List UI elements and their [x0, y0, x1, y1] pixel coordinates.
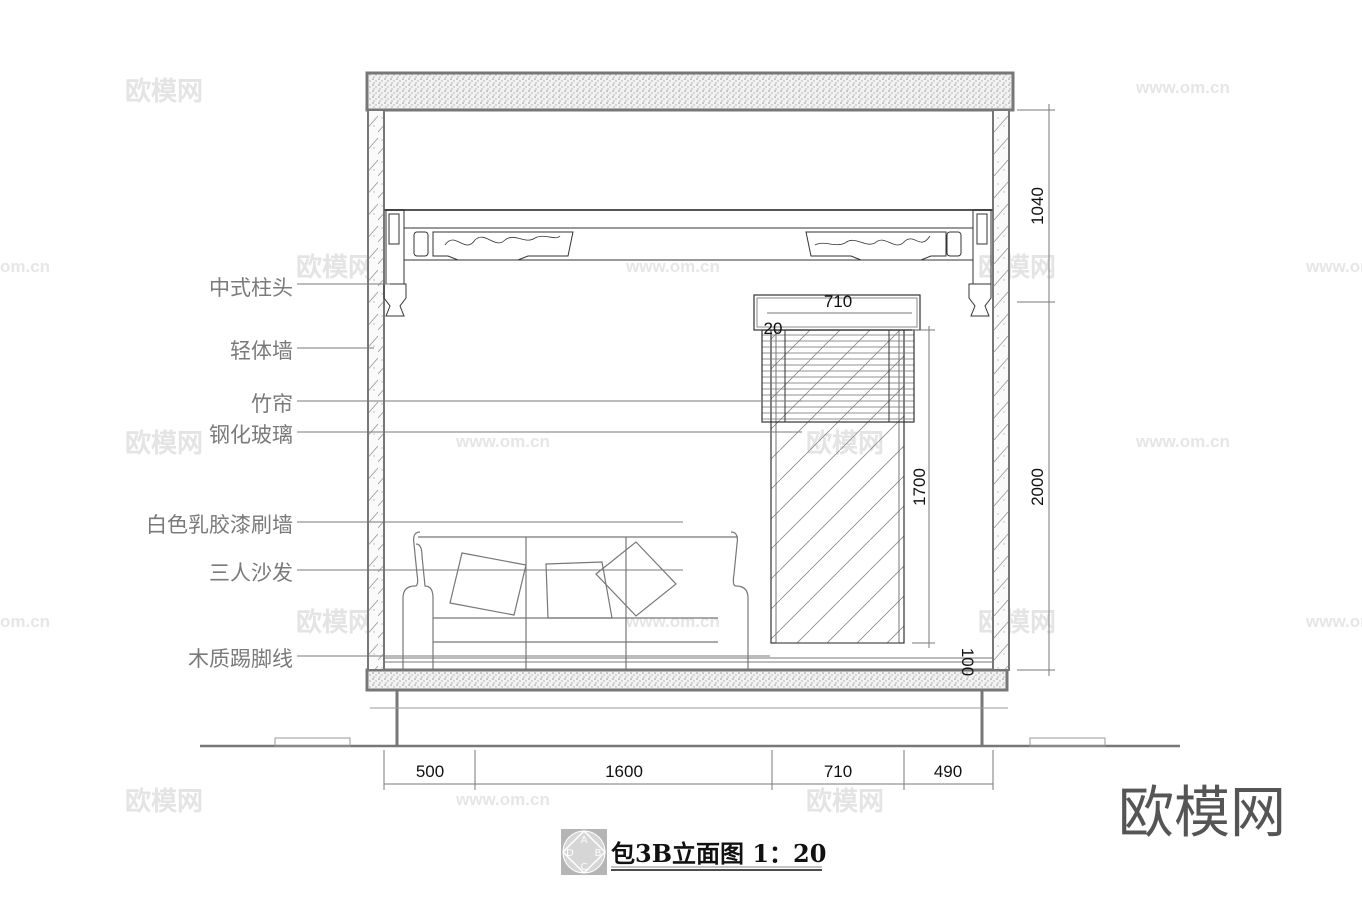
- watermark-url: www.om.cn: [625, 257, 720, 276]
- floor-slab: [365, 668, 1009, 692]
- watermark-url: www.om.cn: [1305, 612, 1362, 631]
- watermark-url: www.om.cn: [455, 790, 550, 809]
- svg-text:D: D: [566, 848, 574, 859]
- label-bamboo-blind: 竹帘: [251, 392, 293, 416]
- dim-100: 100: [958, 648, 977, 676]
- watermark-brand: 欧模网: [125, 428, 203, 459]
- watermark-brand: 欧模网: [125, 76, 203, 107]
- svg-text:A: A: [581, 835, 588, 846]
- watermark-brand: 欧模网: [978, 607, 1056, 638]
- dim-1600: 1600: [605, 762, 643, 781]
- dim-2000: 2000: [1028, 468, 1047, 506]
- drawing-title: 包3B立面图 1：20: [611, 839, 826, 868]
- label-light-wall: 轻体墙: [230, 339, 293, 363]
- svg-text:B: B: [595, 848, 602, 859]
- dim-1700: 1700: [910, 468, 929, 506]
- dim-blind-offset: 20: [764, 319, 783, 338]
- watermark-url: www.om.cn: [455, 432, 550, 451]
- dim-490: 490: [934, 762, 962, 781]
- chinese-column-head-left: [383, 209, 407, 317]
- leader-lines: [297, 283, 802, 657]
- label-three-seat-sofa: 三人沙发: [209, 561, 293, 585]
- watermarks: 欧模网 欧模网 欧模网 欧模网 欧模网 欧模网 欧模网 欧模网 欧模网 www.…: [0, 76, 1362, 817]
- three-seat-sofa: [402, 531, 749, 671]
- label-white-latex-paint: 白色乳胶漆刷墙: [146, 513, 293, 537]
- dim-window-width: 710: [824, 292, 852, 311]
- right-light-wall: [992, 109, 1010, 671]
- label-wooden-skirting: 木质踢脚线: [188, 647, 293, 671]
- watermark-url: www.om.cn: [625, 612, 720, 631]
- dim-710: 710: [824, 762, 852, 781]
- watermark-url: om.cn: [0, 257, 50, 276]
- dim-1040: 1040: [1028, 187, 1047, 225]
- watermark-url: om.cn: [0, 612, 50, 631]
- brand-logo: 欧模网: [1118, 781, 1286, 846]
- watermark-url: www.om.cn: [1135, 432, 1230, 451]
- left-light-wall: [367, 109, 385, 671]
- svg-text:C: C: [581, 862, 588, 873]
- label-chinese-column-head: 中式柱头: [209, 276, 293, 300]
- watermark-brand: 欧模网: [806, 786, 884, 817]
- chinese-column-head-right: [968, 209, 992, 317]
- drawing-title-block: A B C D 包3B立面图 1：20: [561, 829, 826, 875]
- carved-bracket-right: [805, 231, 962, 261]
- dimension-bottom: [383, 750, 994, 790]
- label-tempered-glass: 钢化玻璃: [209, 423, 293, 447]
- watermark-brand: 欧模网: [296, 607, 374, 638]
- watermark-url: www.om.cn: [1305, 257, 1362, 276]
- ceiling-slab: [365, 71, 1015, 112]
- watermark-brand: 欧模网: [296, 252, 374, 283]
- dimension-right: [767, 104, 1055, 676]
- watermark-url: www.om.cn: [1135, 78, 1230, 97]
- carved-bracket-left: [413, 231, 574, 261]
- watermark-brand: 欧模网: [125, 786, 203, 817]
- dimension-texts: 500 1600 710 490 710 20 1040 2000 1700 1…: [416, 187, 1047, 781]
- material-labels: 中式柱头 轻体墙 竹帘 钢化玻璃 白色乳胶漆刷墙 三人沙发 木质踢脚线: [146, 276, 293, 671]
- dim-500: 500: [416, 762, 444, 781]
